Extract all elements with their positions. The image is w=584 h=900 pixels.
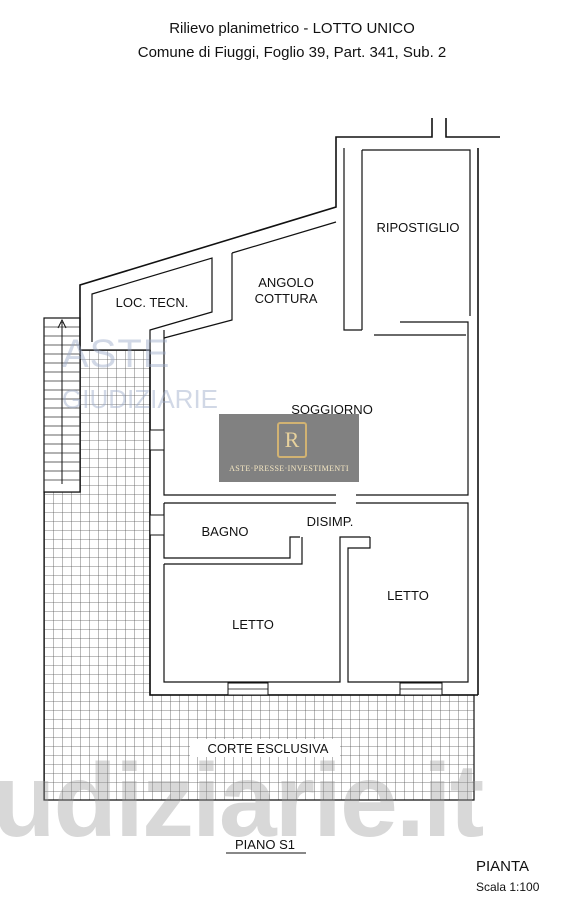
- plan-subtitle: Comune di Fiuggi, Foglio 39, Part. 341, …: [137, 44, 447, 61]
- watermark-giudiziarie: GIUDIZIARIE: [62, 384, 219, 414]
- watermark-logo-box: R ASTE·PRESSE·INVESTIMENTI: [219, 414, 359, 482]
- plan-title: Rilievo planimetrico - LOTTO UNICO: [169, 20, 415, 37]
- room-label-bagno: BAGNO: [202, 524, 249, 539]
- room-label-soggiorno: SOGGIORNO: [291, 402, 373, 417]
- room-label-loc-tecn: LOC. TECN.: [116, 295, 189, 310]
- room-label-disimp: DISIMP.: [307, 514, 354, 529]
- room-label-letto-left: LETTO: [232, 617, 274, 632]
- logo-icon: R: [277, 422, 307, 458]
- walls: [79, 118, 500, 696]
- room-label-ripostiglio: RIPOSTIGLIO: [376, 220, 459, 235]
- footer-scale-label: Scala 1:100: [476, 880, 540, 894]
- room-label-corte: CORTE ESCLUSIVA: [208, 741, 329, 756]
- room-label-cottura: COTTURA: [255, 291, 318, 306]
- watermark-tagline: ASTE·PRESSE·INVESTIMENTI: [229, 464, 349, 473]
- room-label-letto-right: LETTO: [387, 588, 429, 603]
- watermark-site: udiziarie.it: [0, 743, 484, 859]
- footer-plan-label: PIANTA: [476, 858, 530, 875]
- watermark-aste: ASTE: [62, 332, 171, 376]
- floor-label: PIANO S1: [235, 837, 295, 852]
- room-label-angolo: ANGOLO: [258, 275, 314, 290]
- stairs: [43, 317, 81, 493]
